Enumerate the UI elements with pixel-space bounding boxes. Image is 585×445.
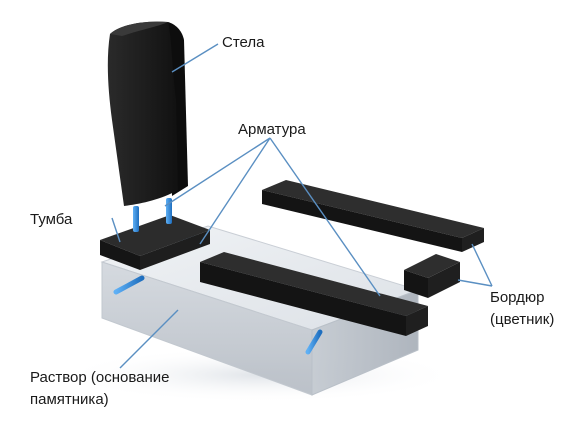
border-front-front — [200, 262, 406, 336]
leader-mortar — [119, 309, 179, 369]
rebar-rod-base-right — [305, 329, 323, 355]
labels: Стела Арматура Тумба Бордюр (цветник) Ра… — [30, 34, 554, 408]
stele-top-bevel — [110, 21, 168, 36]
border-back-front — [262, 190, 462, 252]
label-mortar-line2: памятника) — [30, 391, 109, 408]
leader-lines — [111, 43, 493, 369]
border-front-top — [200, 252, 428, 316]
border-rail-back — [262, 180, 484, 252]
rebar-pin-left — [133, 206, 139, 232]
leader-rebar-1 — [164, 137, 271, 207]
label-pedestal: Тумба — [30, 211, 73, 228]
pedestal — [100, 215, 210, 270]
label-stele: Стела — [222, 34, 265, 51]
leader-pedestal — [111, 217, 121, 243]
leader-border-1 — [471, 243, 493, 287]
pedestal-front — [100, 240, 140, 270]
label-mortar-line1: Раствор (основание — [30, 369, 169, 386]
leader-rebar-3 — [269, 137, 381, 297]
label-border-line2: (цветник) — [490, 311, 554, 328]
pedestal-side — [140, 230, 210, 270]
pedestal-top — [100, 215, 210, 256]
stele-face — [107, 21, 178, 207]
label-border-line1: Бордюр — [490, 289, 545, 306]
border-back-top — [262, 180, 484, 238]
border-front-end — [406, 306, 428, 336]
leader-stele — [171, 43, 219, 73]
border-end-front — [404, 270, 428, 298]
border-rail-front — [200, 252, 428, 336]
border-back-end — [462, 228, 484, 252]
label-rebar: Арматура — [238, 121, 306, 138]
border-end-top — [404, 254, 460, 278]
leader-rebar-2 — [199, 137, 271, 245]
stele — [107, 21, 188, 207]
border-rail-end-piece — [404, 254, 460, 298]
border-end-side — [428, 262, 460, 298]
leader-border-2 — [457, 279, 493, 287]
rebar-rod-base-left — [113, 275, 145, 295]
